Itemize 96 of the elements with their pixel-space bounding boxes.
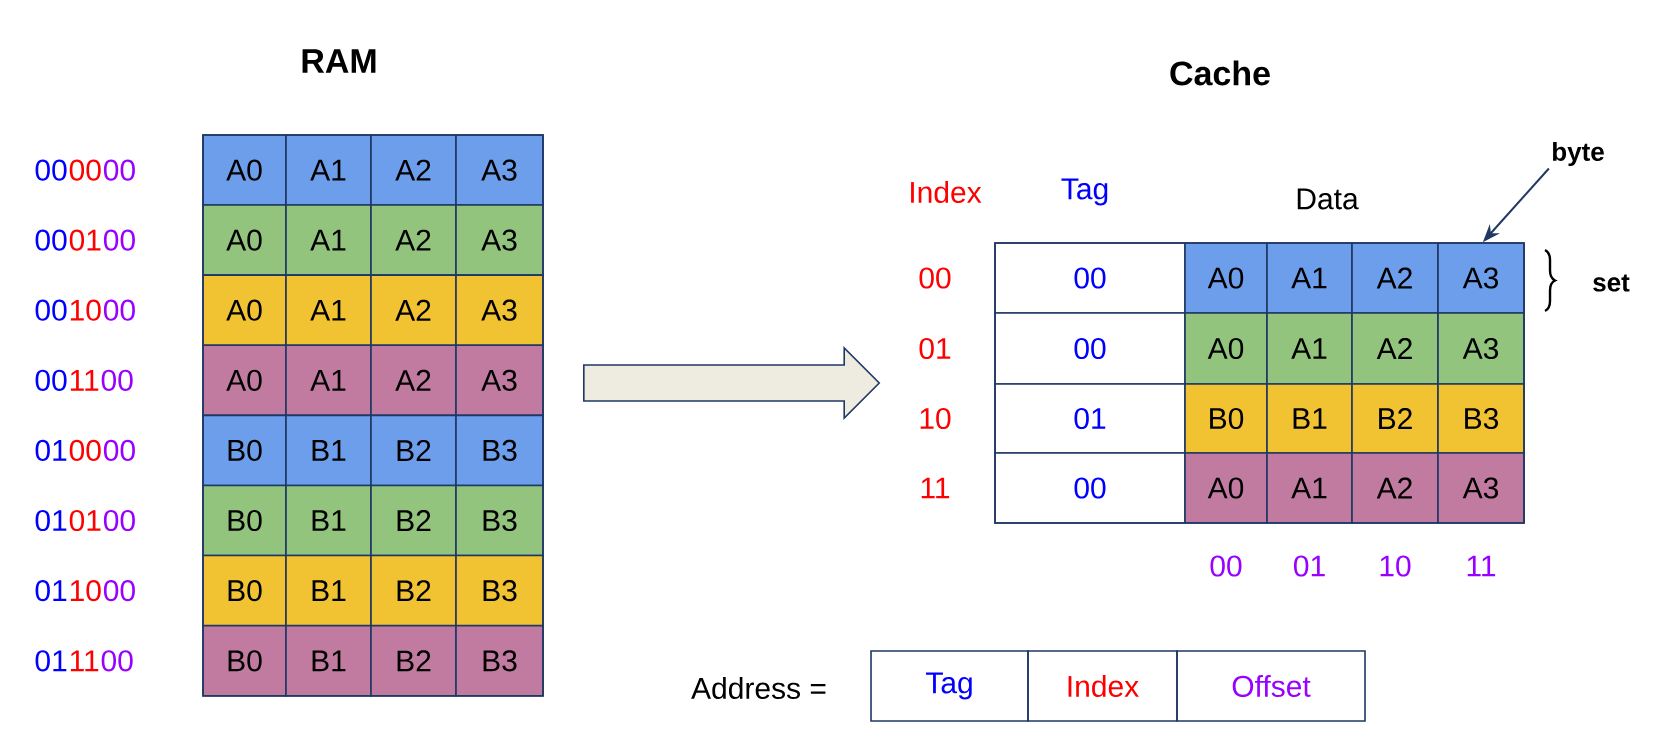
index-value: 11 xyxy=(921,477,950,499)
address-bits: 01 xyxy=(35,509,67,532)
table-cell: B2 xyxy=(1351,383,1439,454)
node-label: RAM xyxy=(302,49,376,73)
table-cell: A2 xyxy=(370,344,457,417)
address-bits: 00 xyxy=(35,299,67,321)
table-cell: A3 xyxy=(455,134,544,206)
address-bits: 01 xyxy=(69,229,101,251)
table-cell: A3 xyxy=(1437,242,1525,314)
address-bits: 01 xyxy=(35,439,67,461)
table-cell: 00 xyxy=(994,242,1186,314)
address-bits: 00 xyxy=(69,159,101,181)
offset-value: 10 xyxy=(1380,555,1411,577)
table-cell: B3 xyxy=(455,414,544,487)
address-bits: 00 xyxy=(103,509,135,532)
address-bits: 00 xyxy=(35,159,67,181)
address-bits: 01 xyxy=(35,580,67,602)
table-cell: A1 xyxy=(285,204,372,276)
column-header: Data xyxy=(1297,188,1359,210)
table-cell: A2 xyxy=(370,274,457,347)
table-cell: B0 xyxy=(202,624,287,697)
address-bits: 11 xyxy=(70,370,99,391)
table-cell: A2 xyxy=(370,134,457,206)
column-header: Tag xyxy=(1061,178,1108,206)
address-field-box: Offset xyxy=(1176,650,1366,722)
block-arrow xyxy=(583,346,881,420)
address-bits: 11 xyxy=(70,650,99,672)
table-cell: B2 xyxy=(370,414,457,487)
table-cell: A3 xyxy=(455,274,544,347)
table-cell: B3 xyxy=(455,484,544,557)
set-label: set xyxy=(1593,274,1630,292)
byte-label: byte xyxy=(1553,141,1604,167)
table-cell: A1 xyxy=(285,274,372,347)
column-header: Index xyxy=(911,181,982,203)
table-cell: A0 xyxy=(202,344,287,417)
address-bits: 00 xyxy=(101,369,133,391)
address-bits: 00 xyxy=(103,299,135,321)
table-cell: A1 xyxy=(285,344,372,417)
node-label: Cache xyxy=(1170,60,1270,86)
address-bits: 10 xyxy=(70,580,101,602)
table-cell: A2 xyxy=(1351,242,1439,314)
address-bits: 10 xyxy=(70,299,101,321)
table-cell: B3 xyxy=(455,554,544,627)
address-bits: 00 xyxy=(103,159,135,181)
address-field-box: Tag xyxy=(870,650,1029,722)
table-cell: A2 xyxy=(370,204,457,276)
offset-value: 00 xyxy=(1210,555,1242,577)
address-bits: 01 xyxy=(69,509,101,532)
table-cell: B1 xyxy=(285,484,372,557)
table-cell: B0 xyxy=(202,484,287,557)
table-cell: B1 xyxy=(285,414,372,487)
table-cell: B2 xyxy=(370,624,457,697)
address-bits: 00 xyxy=(69,439,101,461)
table-cell: 00 xyxy=(994,312,1186,385)
table-cell: A0 xyxy=(202,134,287,206)
table-cell: B2 xyxy=(370,554,457,627)
table-cell: 01 xyxy=(994,383,1186,454)
table-cell: B3 xyxy=(1437,383,1525,454)
table-cell: B0 xyxy=(202,554,287,627)
address-bits: 00 xyxy=(103,580,135,602)
table-cell: B3 xyxy=(455,624,544,697)
address-label: Address = xyxy=(691,677,826,699)
table-cell: A1 xyxy=(1266,452,1353,524)
index-value: 01 xyxy=(919,337,951,360)
address-bits: 01 xyxy=(35,650,67,672)
table-cell: A3 xyxy=(455,204,544,276)
address-bits: 00 xyxy=(35,229,67,251)
table-cell: A0 xyxy=(202,274,287,347)
table-cell: A3 xyxy=(1437,312,1525,385)
table-cell: A1 xyxy=(285,134,372,206)
table-cell: B2 xyxy=(370,484,457,557)
address-bits: 00 xyxy=(103,229,135,251)
address-bits: 00 xyxy=(103,439,135,461)
offset-value: 01 xyxy=(1294,555,1325,577)
address-field-box: Index xyxy=(1027,650,1178,722)
table-cell: 00 xyxy=(994,452,1186,524)
table-cell: A1 xyxy=(1266,242,1353,314)
table-cell: A3 xyxy=(1437,452,1525,524)
table-cell: A2 xyxy=(1351,452,1439,524)
address-bits: 00 xyxy=(35,369,67,391)
table-cell: A0 xyxy=(1184,242,1268,314)
table-cell: B1 xyxy=(285,554,372,627)
table-cell: B1 xyxy=(1266,383,1353,454)
table-cell: A2 xyxy=(1351,312,1439,385)
table-cell: A0 xyxy=(1184,452,1268,524)
table-cell: A0 xyxy=(1184,312,1268,385)
table-cell: A1 xyxy=(1266,312,1353,385)
offset-value: 11 xyxy=(1467,555,1496,577)
table-cell: B0 xyxy=(1184,383,1268,454)
address-bits: 00 xyxy=(101,650,133,672)
index-value: 00 xyxy=(919,267,951,289)
table-cell: B1 xyxy=(285,624,372,697)
index-value: 10 xyxy=(920,407,951,430)
table-cell: A0 xyxy=(202,204,287,276)
table-cell: B0 xyxy=(202,414,287,487)
table-cell: A3 xyxy=(455,344,544,417)
